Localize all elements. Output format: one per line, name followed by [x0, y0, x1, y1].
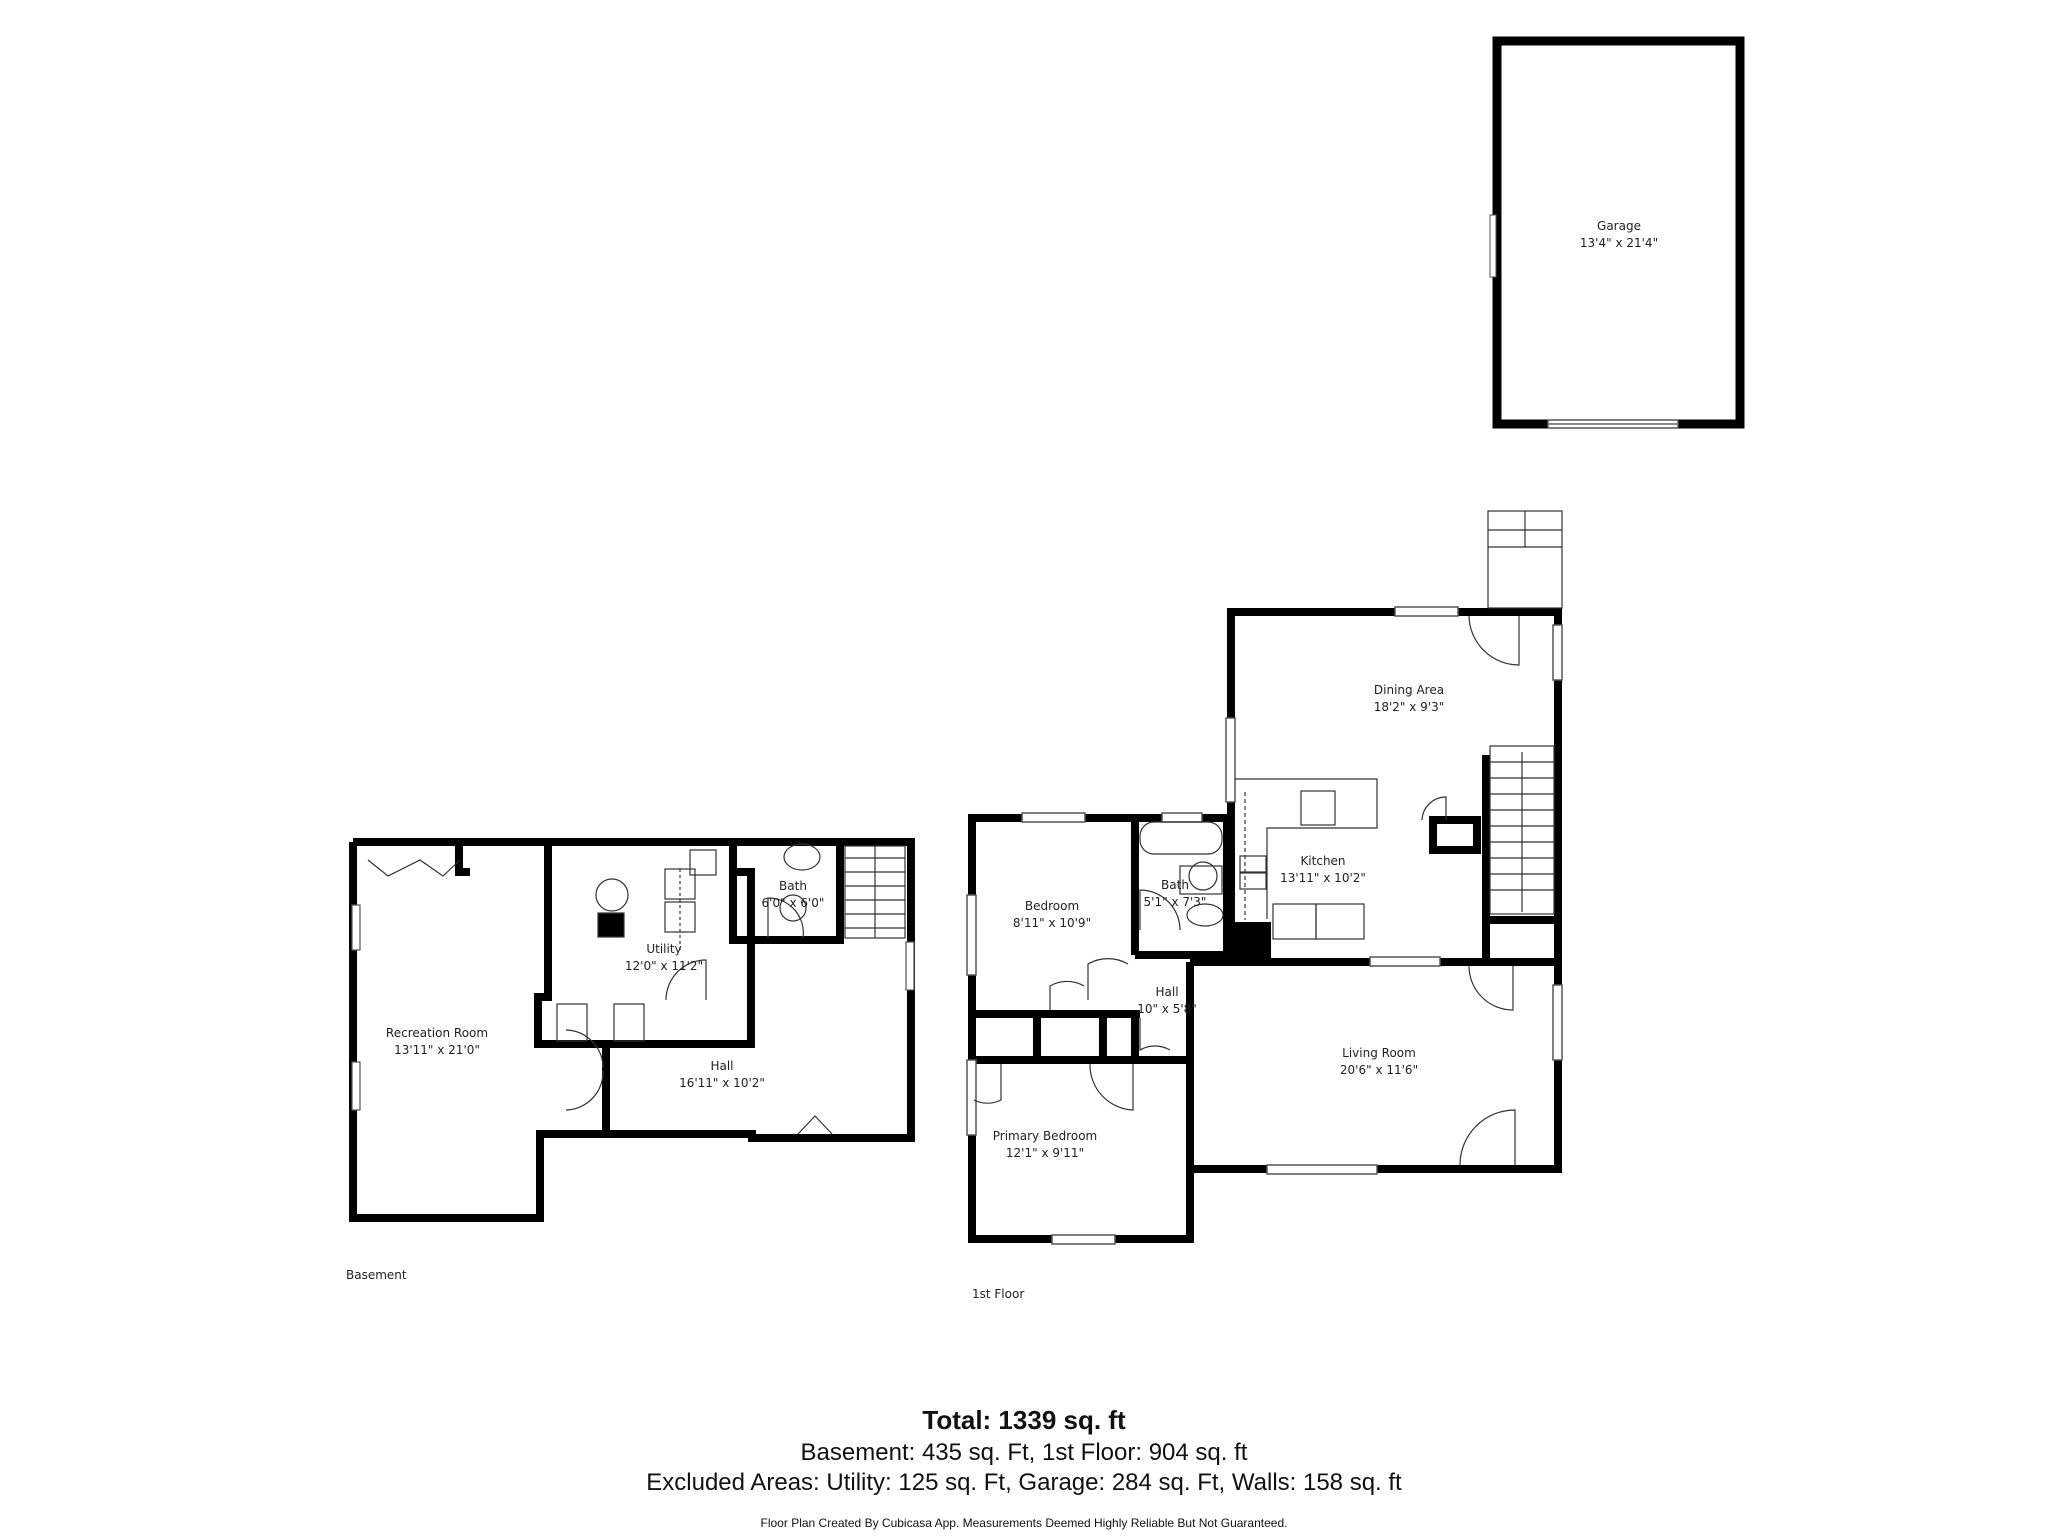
room-garage: Garage 13'4" x 21'4" — [1580, 218, 1658, 252]
room-bath-first-floor: Bath 5'1" x 7'3" — [1144, 877, 1207, 911]
room-dims: 16'11" x 10'2" — [679, 1076, 765, 1090]
room-bedroom: Bedroom 8'11" x 10'9" — [1013, 898, 1091, 932]
first-floor-windows — [966, 606, 1563, 1245]
room-hall-first-floor: Hall 10" x 5'8" — [1137, 984, 1197, 1018]
room-kitchen: Kitchen 13'11" x 10'2" — [1280, 853, 1366, 887]
total-area: Total: 1339 sq. ft — [922, 1405, 1126, 1435]
room-name: Living Room — [1342, 1046, 1416, 1060]
room-name: Bath — [779, 879, 807, 893]
room-dims: 13'11" x 10'2" — [1280, 871, 1366, 885]
basement-walls — [349, 838, 915, 1222]
credit-disclaimer: Floor Plan Created By Cubicasa App. Meas… — [760, 1516, 1288, 1530]
floor-label-basement: Basement — [346, 1268, 407, 1282]
room-dims: 12'1" x 9'11" — [1005, 1146, 1085, 1160]
room-living-room: Living Room 20'6" x 11'6" — [1340, 1045, 1418, 1079]
room-name: Bath — [1161, 878, 1189, 892]
chimney-block — [1233, 922, 1271, 962]
room-primary-bedroom: Primary Bedroom 12'1" x 9'11" — [993, 1128, 1097, 1162]
first-floor-fixtures — [973, 510, 1563, 1166]
room-recreation-room: Recreation Room 13'11" x 21'0" — [386, 1025, 488, 1059]
room-name: Kitchen — [1300, 854, 1346, 868]
room-dims: 13'4" x 21'4" — [1579, 236, 1659, 250]
room-dims: 6'0" x 6'0" — [761, 896, 825, 910]
room-dining-area: Dining Area 18'2" x 9'3" — [1374, 682, 1445, 716]
room-dims: 20'6" x 11'6" — [1339, 1063, 1419, 1077]
room-name: Primary Bedroom — [992, 1129, 1098, 1143]
room-dims: 12'0" x 11'2" — [624, 959, 704, 973]
room-name: Utility — [646, 942, 682, 956]
room-name: Hall — [1155, 985, 1179, 999]
room-utility: Utility 12'0" x 11'2" — [625, 941, 703, 975]
room-name: Dining Area — [1373, 683, 1445, 697]
room-dims: 13'11" x 21'0" — [394, 1043, 480, 1057]
room-hall-basement: Hall 16'11" x 10'2" — [679, 1058, 765, 1092]
room-dims: 10" x 5'8" — [1137, 1002, 1197, 1016]
room-bath-basement: Bath 6'0" x 6'0" — [762, 878, 825, 912]
room-name: Bedroom — [1024, 899, 1080, 913]
garage-walls — [1489, 36, 1745, 429]
basement-fixtures — [351, 843, 915, 1135]
room-dims: 18'2" x 9'3" — [1373, 700, 1445, 714]
room-name: Garage — [1597, 219, 1641, 233]
room-name: Hall — [710, 1059, 734, 1073]
room-dims: 8'11" x 10'9" — [1012, 916, 1092, 930]
excluded-areas: Excluded Areas: Utility: 125 sq. Ft, Gar… — [646, 1469, 1402, 1496]
room-dims: 5'1" x 7'3" — [1143, 895, 1207, 909]
floor-label-first-floor: 1st Floor — [972, 1287, 1025, 1301]
room-name: Recreation Room — [385, 1026, 489, 1040]
floor-areas: Basement: 435 sq. Ft, 1st Floor: 904 sq.… — [800, 1439, 1248, 1466]
